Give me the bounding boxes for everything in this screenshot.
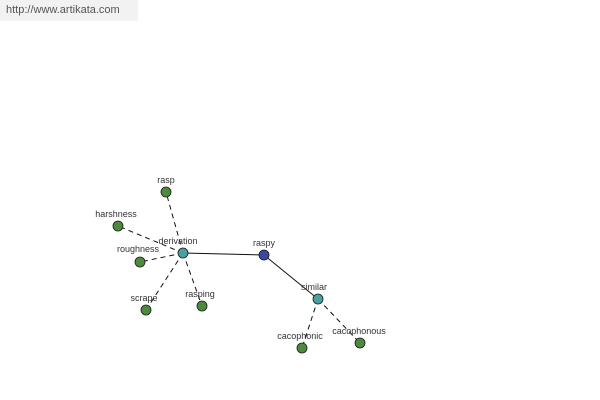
node-scrape[interactable] bbox=[140, 304, 152, 316]
node-label-cacophonic: cacophonic bbox=[277, 331, 323, 341]
node-label-cacophonous: cacophonous bbox=[332, 326, 386, 336]
node-cacophonic[interactable] bbox=[296, 342, 308, 354]
node-label-rasping: rasping bbox=[185, 289, 215, 299]
edge-raspy-similar bbox=[263, 254, 319, 300]
edge-derivation-rasp bbox=[165, 191, 184, 254]
node-rasp[interactable] bbox=[160, 186, 172, 198]
node-label-similar: similar bbox=[301, 282, 327, 292]
edge-derivation-roughness bbox=[139, 252, 184, 263]
node-label-harshness: harshness bbox=[95, 209, 137, 219]
node-raspy[interactable] bbox=[258, 249, 270, 261]
edge-derivation-raspy bbox=[182, 252, 265, 256]
node-harshness[interactable] bbox=[112, 220, 124, 232]
node-cacophonous[interactable] bbox=[354, 337, 366, 349]
url-banner: http://www.artikata.com bbox=[0, 0, 138, 21]
url-link[interactable]: http://www.artikata.com bbox=[6, 4, 120, 16]
edge-similar-cacophonous bbox=[317, 298, 361, 344]
node-label-rasp: rasp bbox=[157, 175, 175, 185]
edge-derivation-scrape bbox=[145, 252, 184, 311]
edge-derivation-rasping bbox=[182, 252, 203, 307]
node-label-raspy: raspy bbox=[253, 238, 276, 248]
node-rasping[interactable] bbox=[196, 300, 208, 312]
node-label-scrape: scrape bbox=[130, 293, 157, 303]
node-similar[interactable] bbox=[312, 293, 324, 305]
node-label-derivation: derivation bbox=[158, 236, 197, 246]
node-derivation[interactable] bbox=[177, 247, 189, 259]
node-label-roughness: roughness bbox=[117, 244, 160, 254]
edge-derivation-harshness bbox=[117, 225, 184, 254]
node-roughness[interactable] bbox=[134, 256, 146, 268]
